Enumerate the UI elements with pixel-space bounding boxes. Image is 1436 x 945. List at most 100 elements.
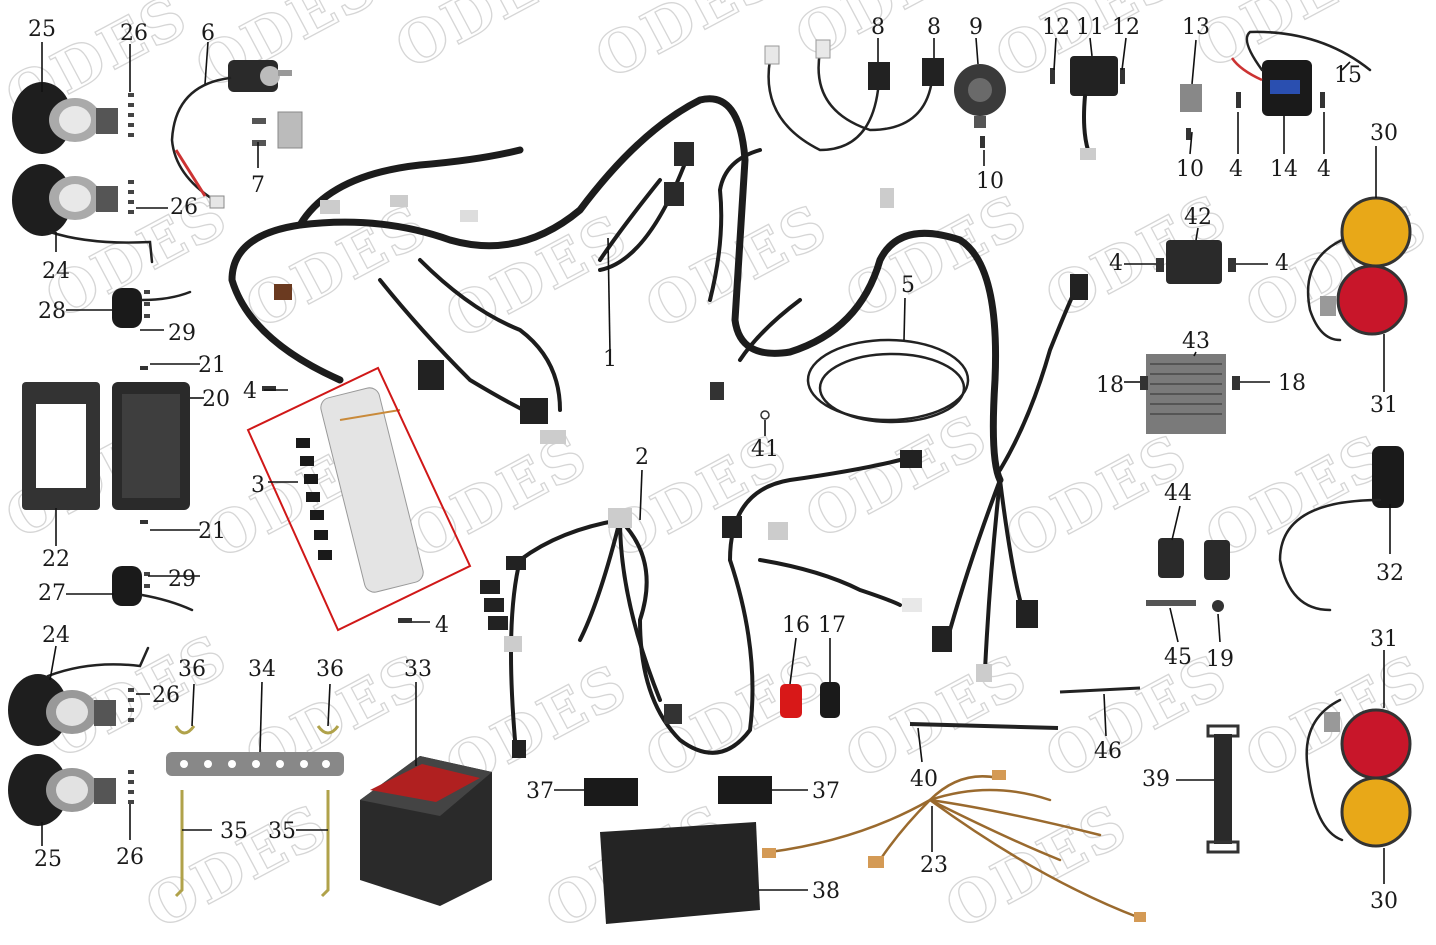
callout-number: 20 <box>202 387 230 412</box>
watermark-text: ODES <box>135 791 339 943</box>
ignition-switch <box>170 60 303 209</box>
callout-number: 42 <box>1184 205 1212 230</box>
callout-number: 46 <box>1094 739 1122 764</box>
watermark-text: ODES <box>395 421 599 573</box>
headlight-second <box>12 164 154 264</box>
battery <box>360 756 492 906</box>
callout-number: 4 <box>243 379 257 404</box>
flasher-unit <box>1070 56 1118 160</box>
callout-number: 3 <box>251 473 265 498</box>
screw-column-top <box>128 93 134 214</box>
callout-number: 12 <box>1112 15 1140 40</box>
callout-number: 15 <box>1334 63 1362 88</box>
callout-number: 45 <box>1164 645 1192 670</box>
callout-number: 36 <box>178 657 206 682</box>
instrument-display <box>112 382 190 510</box>
callout-number: 31 <box>1370 627 1398 652</box>
callout-number: 25 <box>34 847 62 872</box>
callout-number: 35 <box>268 819 296 844</box>
cable-tie-short <box>1059 686 1141 694</box>
display-bezel <box>22 382 100 510</box>
switch-leads <box>764 39 944 152</box>
callout-number: 8 <box>871 15 885 40</box>
callout-number: 23 <box>920 853 948 878</box>
callout-number: 1 <box>603 347 617 372</box>
callout-number: 9 <box>969 15 983 40</box>
callout-number: 21 <box>198 353 226 378</box>
callout-number: 35 <box>220 819 248 844</box>
callout-number: 16 <box>782 613 810 638</box>
battery-bracket <box>166 725 344 898</box>
ground-wire-coil <box>806 338 970 424</box>
callout-number: 2 <box>635 445 649 470</box>
screw-column-bottom <box>128 688 134 804</box>
callout-number: 38 <box>812 879 840 904</box>
callout-number: 4 <box>1275 251 1289 276</box>
small-relay <box>1180 84 1202 112</box>
small-nut <box>760 410 770 420</box>
callout-number: 40 <box>910 767 938 792</box>
callout-number: 18 <box>1278 371 1306 396</box>
callout-number: 4 <box>1317 157 1331 182</box>
callout-number: 4 <box>1229 157 1243 182</box>
watermark-text: ODES <box>385 0 589 82</box>
watermark-text: ODES <box>185 0 389 102</box>
callout-number: 32 <box>1376 561 1404 586</box>
license-plate-light <box>1278 446 1404 612</box>
fuse-box-highlight-frame <box>246 366 472 632</box>
headlight-upper <box>12 82 118 154</box>
callout-number: 33 <box>404 657 432 682</box>
callout-number: 26 <box>152 683 180 708</box>
battery-strap <box>1206 724 1240 854</box>
callout-number: 31 <box>1370 393 1398 418</box>
callout-number: 14 <box>1270 157 1298 182</box>
callout-number: 13 <box>1182 15 1210 40</box>
watermark-text: ODES <box>785 0 989 72</box>
callout-number: 4 <box>1109 251 1123 276</box>
battery-pad-right <box>718 776 772 804</box>
callout-number: 25 <box>28 17 56 42</box>
callout-number: 19 <box>1206 647 1234 672</box>
callout-number: 37 <box>812 779 840 804</box>
headlight-fourth <box>8 754 116 826</box>
battery-pad-left <box>584 778 638 806</box>
callout-number: 30 <box>1370 121 1398 146</box>
red-terminal-cap <box>780 684 802 718</box>
battery-mat <box>600 822 760 924</box>
callout-number: 30 <box>1370 889 1398 914</box>
starter-relay <box>1230 30 1372 116</box>
callout-number: 36 <box>316 657 344 682</box>
auxiliary-harness <box>762 770 1146 922</box>
callout-number: 26 <box>116 845 144 870</box>
callout-number: 39 <box>1142 767 1170 792</box>
callout-number: 8 <box>927 15 941 40</box>
fuse-box-assembly <box>296 387 424 593</box>
callout-number: 26 <box>120 21 148 46</box>
watermark-text: ODES <box>835 181 1039 333</box>
callout-number: 26 <box>170 195 198 220</box>
callout-number: 29 <box>168 321 196 346</box>
ignition-coils <box>1146 538 1230 612</box>
secondary-wiring-harness <box>480 450 922 758</box>
side-marker-lower <box>112 566 194 612</box>
main-wiring-harness <box>228 95 1088 682</box>
voltage-regulator <box>1146 354 1226 434</box>
leader-lines <box>41 37 1391 891</box>
callout-number: 22 <box>42 547 70 572</box>
headlight-third <box>8 646 150 746</box>
callout-number: 10 <box>1176 157 1204 182</box>
callout-number: 7 <box>251 173 265 198</box>
callout-number: 34 <box>248 657 276 682</box>
callout-number: 11 <box>1076 15 1104 40</box>
control-module <box>1166 240 1222 284</box>
callout-number: 10 <box>976 169 1004 194</box>
callout-number: 27 <box>38 581 66 606</box>
callout-number: 37 <box>526 779 554 804</box>
side-marker-upper <box>112 288 192 328</box>
fastener-screws <box>140 68 1325 623</box>
callout-number: 6 <box>201 21 215 46</box>
callout-number: 5 <box>901 273 915 298</box>
callout-number: 41 <box>751 437 779 462</box>
